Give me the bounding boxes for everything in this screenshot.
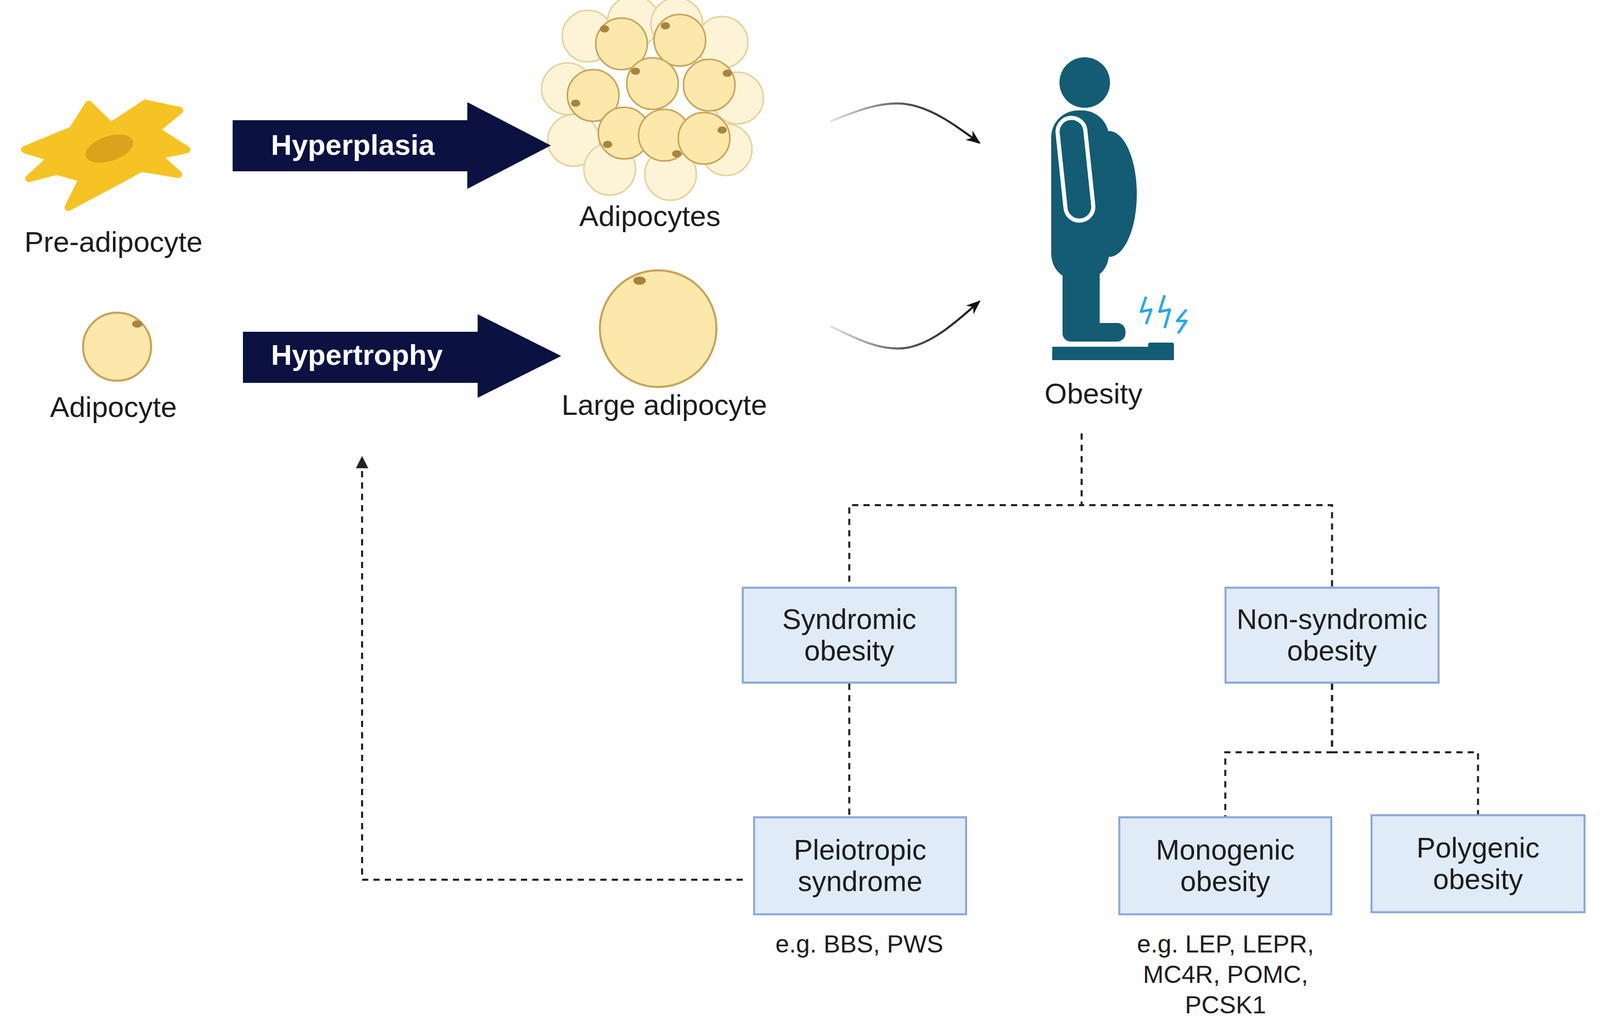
cell-illustration: Pre-adipocyte [15,92,212,264]
arrow-shape [232,102,551,189]
arrow-label: Hyperplasia [270,128,435,162]
dashed-connector [1225,683,1333,816]
process-arrow: Hyperplasia [232,102,551,189]
person-head [1059,57,1110,108]
pre-adipocyte-cell [24,103,187,208]
fat-cell [83,312,152,381]
fat-cell [626,57,679,110]
cell-body [24,103,187,208]
adipocyte-cluster-front [567,14,736,165]
spark [1140,296,1152,324]
flow-arrow [830,301,980,349]
figure-label: Obesity [1044,377,1143,411]
box-label: Syndromic obesity [748,603,950,667]
cell-nucleus [132,320,143,328]
person-figure: Obesity [983,51,1180,434]
scale-sparks [1140,295,1187,334]
fat-cell [678,112,730,165]
person-arm [1056,116,1096,223]
cell-nucleus [722,69,732,77]
fat-cell [599,270,717,387]
cell-nucleus [672,150,682,158]
dashed-connector [362,456,743,880]
cell-nucleus [633,276,646,285]
spark [1177,309,1187,334]
box-label: Polygenic obesity [1377,831,1579,895]
cell-nucleus [570,99,581,107]
person-foot [1062,322,1126,342]
spark [1159,295,1170,329]
cell-nucleus [660,22,671,30]
figure-label: Pre-adipocyte [24,225,203,259]
arrow-label: Hypertrophy [271,338,444,372]
category-box: Monogenic obesity [1118,815,1333,916]
scale-display [1148,342,1174,350]
large-adipocyte [599,270,717,387]
small-adipocyte [83,312,152,381]
example-genes: e.g. LEP, LEPR, MC4R, POMC, PCSK1 [1127,928,1324,1020]
cell-nucleus [82,128,137,168]
person-leg [1062,242,1100,336]
cell-nucleus [717,126,727,134]
fat-cell [683,59,736,111]
arrow-shape [242,314,562,398]
figure-label: Adipocyte [50,390,177,424]
flow-arrow [830,103,980,143]
category-box: Non-syndromic obesity [1224,586,1440,684]
dashed-connector [1332,683,1479,814]
fat-cell [654,14,706,67]
figure-label: Large adipocyte [561,388,768,422]
dashed-connector [849,433,1083,587]
box-label: Monogenic obesity [1125,834,1326,897]
cell-illustration: Adipocyte [30,304,202,434]
cell-illustration: Large adipocyte [564,260,831,431]
box-label: Non-syndromic obesity [1231,603,1433,667]
dashed-connector [848,683,851,816]
category-box: Pleiotropic syndrome [753,815,968,916]
cell-nucleus [599,25,610,33]
dashed-connector [1081,433,1333,587]
cell-nucleus [630,67,641,75]
cell-nuclei [570,22,732,158]
process-arrow: Hypertrophy [242,314,562,398]
category-box: Syndromic obesity [741,586,957,684]
example-genes: e.g. BBS, PWS [730,928,989,959]
person-on-scale [1051,57,1174,361]
cell-nucleus [602,140,613,149]
adipocyte-cluster [541,0,764,201]
category-box: Polygenic obesity [1370,813,1586,913]
figure-label: Adipocytes [579,199,721,233]
box-label: Pleiotropic syndrome [760,834,960,897]
cell-illustration: Adipocytes [557,0,831,238]
